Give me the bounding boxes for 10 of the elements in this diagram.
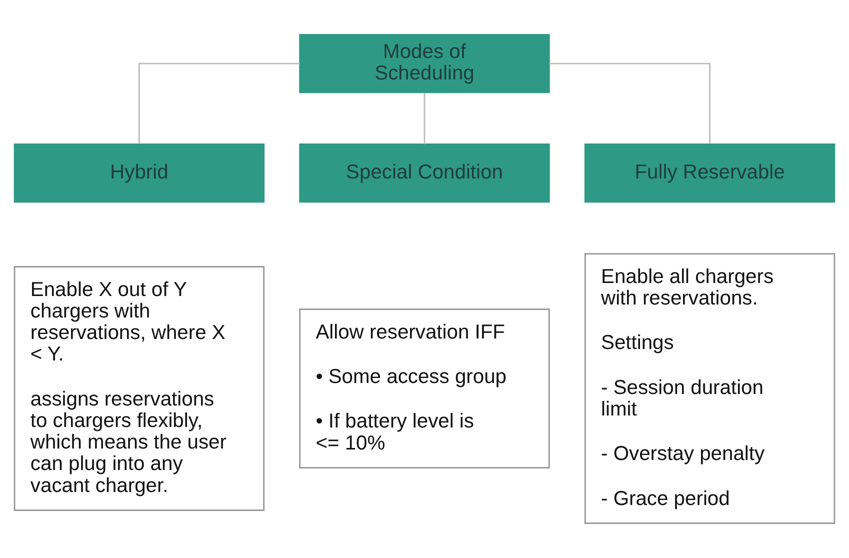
node-box: Special Condition [299,144,550,203]
node-box: Hybrid [14,144,265,203]
node-box: Enable X out of Y chargers with reservations, where X < Y. assigns reservations to chargers flexibly, which means the user can plug into any vacant charger. [14,266,265,511]
connector [138,62,300,144]
node-box: Enable all chargers with reservations. Settings - Session duration limit - Overstay penalty - Grace period [584,253,836,524]
connector [549,62,711,144]
node-box: Modes of Scheduling [299,34,550,94]
node-box: Allow reservation IFF • Some access group • If battery level is <= 10% [299,308,550,468]
node-box: Fully Reservable [584,144,836,203]
connector [424,92,426,144]
